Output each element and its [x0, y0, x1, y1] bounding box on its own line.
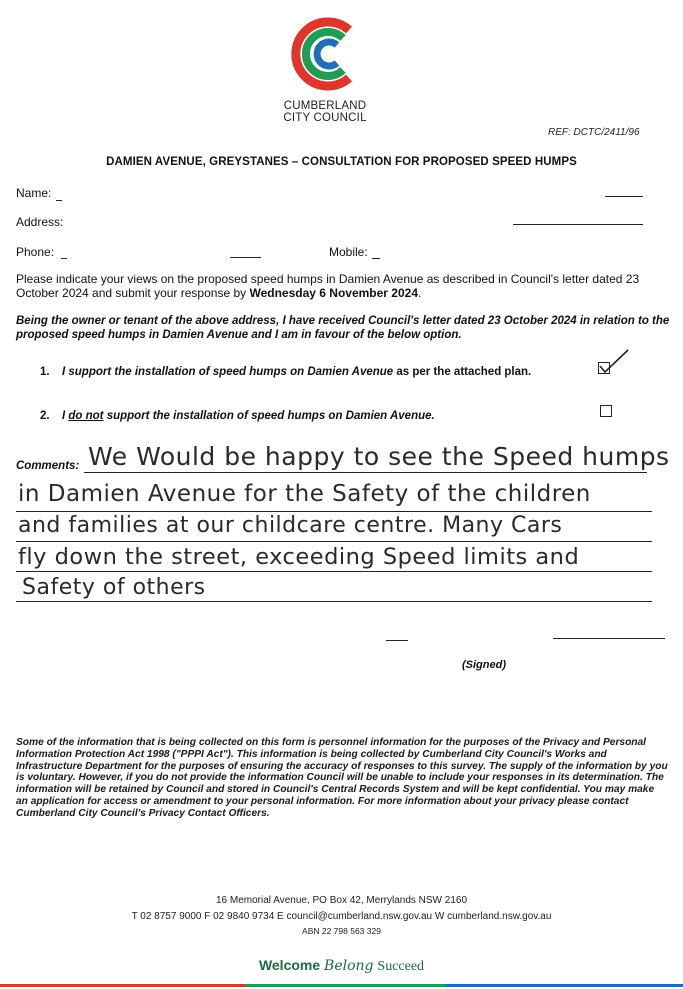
comment-text-4: fly down the street, exceeding Speed lim… — [18, 544, 580, 570]
comment-line-3 — [16, 541, 652, 542]
comment-line-2 — [16, 511, 652, 512]
signature-line[interactable] — [553, 638, 665, 639]
name-field-end — [605, 196, 643, 197]
signed-label: (Signed) — [462, 659, 506, 671]
comments-label: Comments: — [16, 460, 80, 472]
page-title: DAMIEN AVENUE, GREYSTANES – CONSULTATION… — [106, 156, 577, 168]
name-field[interactable] — [56, 200, 62, 201]
declaration: Being the owner or tenant of the above a… — [16, 315, 670, 341]
name-label: Name: — [16, 186, 52, 200]
comment-text-3: and families at our childcare centre. Ma… — [18, 513, 563, 538]
option-1: 1.I support the installation of speed hu… — [40, 366, 532, 378]
footer-color-bar — [0, 984, 683, 989]
address-label: Address: — [16, 215, 64, 229]
footer-contacts: T 02 8757 9000 F 02 9840 9734 E council@… — [131, 911, 552, 922]
check-mark-icon — [599, 349, 629, 374]
option-2-checkbox[interactable] — [600, 405, 612, 417]
footer-abn: ABN 22 798 563 329 — [302, 926, 381, 936]
phone-field-end — [230, 257, 261, 258]
council-logo-icon — [291, 17, 352, 91]
phone-label: Phone: — [16, 245, 55, 259]
option-2: 2.I do not support the installation of s… — [40, 410, 435, 422]
mobile-field[interactable] — [372, 258, 380, 259]
phone-field[interactable] — [61, 258, 67, 259]
comment-text-1: We Would be happy to see the Speed humps — [88, 442, 670, 471]
comment-text-2: in Damien Avenue for the Safety of the c… — [18, 481, 591, 507]
signature-mark — [386, 640, 408, 641]
privacy-statement: Some of the information that is being co… — [16, 737, 668, 819]
footer-address: 16 Memorial Avenue, PO Box 42, Merryland… — [215, 895, 468, 906]
comment-text-5: Safety of others — [22, 575, 206, 600]
reference-number: REF: DCTC/2411/96 — [548, 127, 640, 138]
mobile-label: Mobile: — [329, 245, 368, 259]
comment-line-5 — [16, 601, 652, 602]
council-name: CUMBERLAND CITY COUNCIL — [283, 100, 367, 124]
comment-line-1 — [84, 472, 647, 473]
comment-line-4 — [16, 571, 652, 572]
intro-paragraph: Please indicate your views on the propos… — [16, 272, 640, 300]
address-field[interactable] — [513, 224, 643, 225]
footer-slogan: Welcome Belong Succeed — [258, 957, 425, 974]
